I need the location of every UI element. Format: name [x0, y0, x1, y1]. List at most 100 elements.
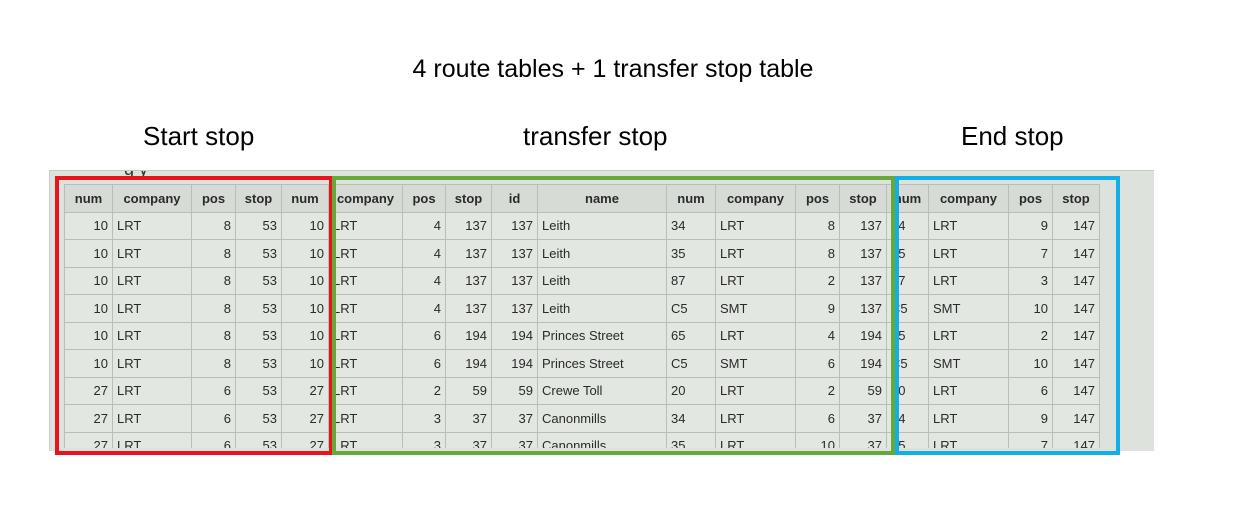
cell-id: 137	[491, 294, 538, 323]
cell-company: LRT	[328, 239, 403, 268]
cell-company: SMT	[715, 349, 796, 378]
cell-pos: 8	[191, 239, 236, 268]
column-header-company[interactable]: company	[928, 184, 1009, 213]
cell-stop: 53	[235, 404, 282, 433]
cell-pos: 2	[1008, 321, 1053, 350]
column-header-num[interactable]: num	[281, 184, 329, 213]
cell-num: 20	[666, 376, 716, 405]
column-header-num[interactable]: num	[666, 184, 716, 213]
cell-company: LRT	[112, 294, 192, 323]
cell-id: 137	[491, 211, 538, 240]
cell-pos: 8	[795, 211, 840, 240]
cell-company: LRT	[928, 376, 1009, 405]
cell-company: SMT	[715, 294, 796, 323]
cell-id: 137	[491, 239, 538, 268]
cell-name: Princes Street	[537, 321, 667, 350]
cell-stop: 37	[445, 431, 492, 448]
cell-num: 10	[281, 266, 329, 295]
cell-pos: 10	[1008, 294, 1053, 323]
cell-stop: 137	[839, 266, 887, 295]
column-header-id[interactable]: id	[491, 184, 538, 213]
cell-company: LRT	[328, 404, 403, 433]
column-header-num[interactable]: num	[886, 184, 929, 213]
cell-company: SMT	[928, 349, 1009, 378]
cell-company: LRT	[328, 211, 403, 240]
cell-pos: 9	[1008, 404, 1053, 433]
cell-company: LRT	[328, 266, 403, 295]
cell-num: C5	[666, 349, 716, 378]
column-header-stop[interactable]: stop	[445, 184, 492, 213]
column-header-stop[interactable]: stop	[839, 184, 887, 213]
cell-stop: 194	[445, 321, 492, 350]
cell-stop: 147	[1052, 266, 1100, 295]
cell-pos: 4	[402, 294, 446, 323]
cell-stop: 147	[1052, 376, 1100, 405]
column-header-pos[interactable]: pos	[191, 184, 236, 213]
cell-pos: 4	[402, 266, 446, 295]
cell-num: 34	[886, 211, 929, 240]
cell-company: LRT	[328, 376, 403, 405]
cell-num: 65	[886, 321, 929, 350]
start-stop-label: Start stop	[143, 121, 255, 151]
column-header-company[interactable]: company	[715, 184, 796, 213]
cell-id: 137	[491, 266, 538, 295]
cell-stop: 59	[445, 376, 492, 405]
cell-num: 87	[886, 266, 929, 295]
cell-company: LRT	[328, 294, 403, 323]
cell-num: 35	[886, 431, 929, 448]
cell-pos: 10	[1008, 349, 1053, 378]
cell-num: 10	[64, 239, 113, 268]
cell-company: LRT	[715, 239, 796, 268]
cell-stop: 137	[839, 294, 887, 323]
cell-pos: 8	[795, 239, 840, 268]
column-header-num[interactable]: num	[64, 184, 113, 213]
cell-stop: 137	[445, 211, 492, 240]
cell-num: C5	[886, 349, 929, 378]
column-header-pos[interactable]: pos	[1008, 184, 1053, 213]
cell-num: 10	[281, 211, 329, 240]
cell-num: 10	[64, 294, 113, 323]
cell-pos: 9	[795, 294, 840, 323]
cell-pos: 6	[795, 349, 840, 378]
cell-stop: 194	[839, 321, 887, 350]
column-header-pos[interactable]: pos	[795, 184, 840, 213]
cell-pos: 3	[1008, 266, 1053, 295]
cell-num: 27	[64, 431, 113, 448]
column-header-stop[interactable]: stop	[235, 184, 282, 213]
cell-company: LRT	[328, 321, 403, 350]
cell-num: 27	[281, 431, 329, 448]
column-header-name[interactable]: name	[537, 184, 667, 213]
cell-pos: 6	[191, 404, 236, 433]
cell-pos: 8	[191, 321, 236, 350]
cell-name: Canonmills	[537, 431, 667, 448]
column-header-company[interactable]: company	[112, 184, 192, 213]
cell-stop: 147	[1052, 431, 1100, 448]
cell-stop: 53	[235, 349, 282, 378]
cell-num: 10	[64, 211, 113, 240]
cell-pos: 2	[795, 266, 840, 295]
cell-pos: 9	[1008, 211, 1053, 240]
cell-name: Crewe Toll	[537, 376, 667, 405]
column-header-pos[interactable]: pos	[402, 184, 446, 213]
cell-num: 10	[281, 349, 329, 378]
column-header-stop[interactable]: stop	[1052, 184, 1100, 213]
column-header-company[interactable]: company	[328, 184, 403, 213]
cell-company: LRT	[715, 431, 796, 448]
cell-stop: 53	[235, 321, 282, 350]
cell-pos: 6	[402, 349, 446, 378]
cell-stop: 137	[839, 211, 887, 240]
cell-stop: 147	[1052, 321, 1100, 350]
cell-stop: 37	[839, 404, 887, 433]
cell-num: 10	[64, 321, 113, 350]
